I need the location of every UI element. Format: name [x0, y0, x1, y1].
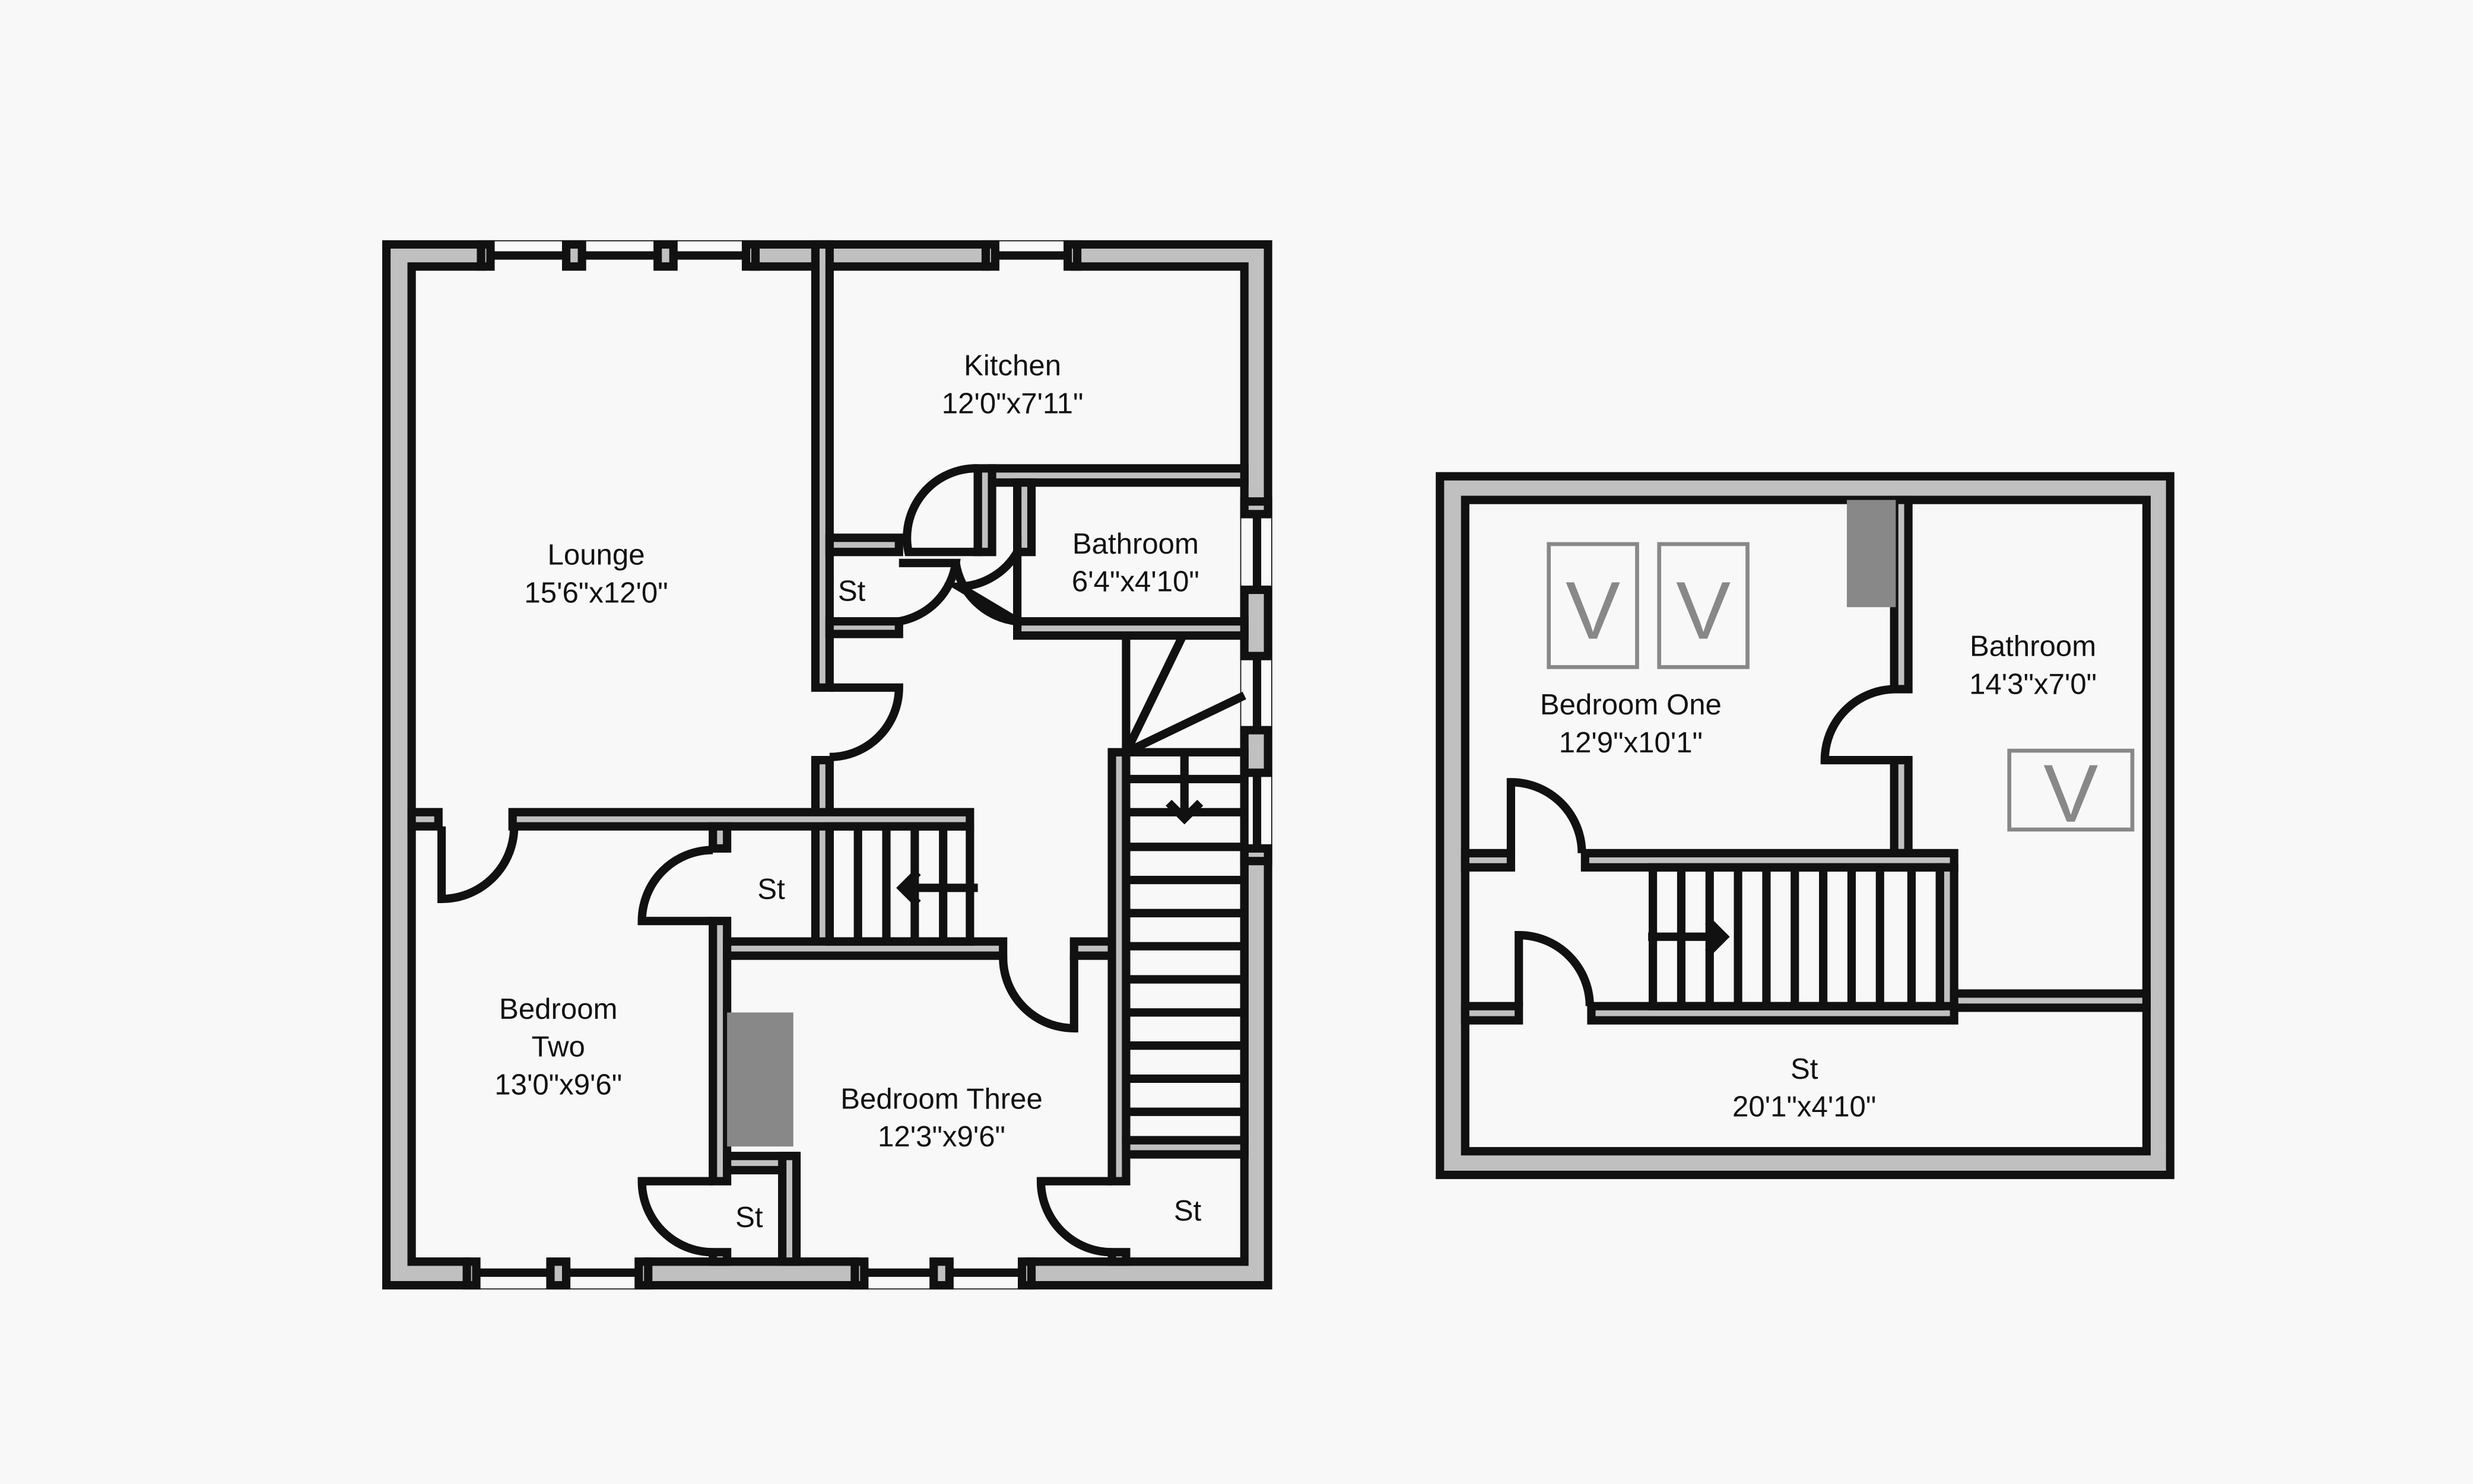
first-floor-labels: Bedroom One 12'9"x10'1" Bathroom 14'3"x7…	[1540, 630, 2097, 1123]
ground-floor-doors	[437, 464, 1112, 1257]
lounge-dims: 15'6"x12'0"	[524, 576, 668, 609]
velux-windows: V V V	[1547, 542, 2135, 840]
first-store-name: St	[1791, 1053, 1818, 1085]
bedroom-three-name: Bedroom Three	[840, 1082, 1043, 1115]
lounge-name: Lounge	[548, 538, 645, 571]
bedroom-two-name-line1: Bedroom	[499, 993, 617, 1025]
velux-letter: V	[1566, 565, 1620, 656]
first-store-dims: 20'1"x4'10"	[1732, 1091, 1876, 1123]
first-floor-exterior-wall	[1436, 472, 2174, 1180]
bedroom-one-dims: 12'9"x10'1"	[1559, 726, 1703, 759]
kitchen-name: Kitchen	[964, 349, 1061, 382]
ground-floor-labels: Lounge 15'6"x12'0" Kitchen 12'0"x7'11" B…	[494, 349, 1201, 1234]
store-label-bedroom-two: St	[735, 1201, 763, 1234]
ground-bathroom-dims: 6'4"x4'10"	[1072, 565, 1199, 598]
velux-letter: V	[2043, 748, 2098, 840]
store-label-bedroom-three: St	[1174, 1194, 1202, 1227]
first-floor-chimney	[1846, 500, 1896, 608]
ground-floor-plan: Lounge 15'6"x12'0" Kitchen 12'0"x7'11" B…	[382, 240, 1272, 1290]
chimney-breast	[727, 1012, 793, 1147]
kitchen-dims: 12'0"x7'11"	[942, 387, 1084, 420]
store-label-kitchen: St	[838, 575, 866, 608]
ground-bathroom-name: Bathroom	[1072, 527, 1199, 560]
first-bathroom-name: Bathroom	[1970, 630, 2096, 663]
store-label-hall: St	[757, 873, 785, 905]
ground-floor-interior-walls	[407, 240, 1249, 1266]
ground-floor-exterior-wall	[382, 240, 1272, 1290]
first-bathroom-dims: 14'3"x7'0"	[1969, 668, 2097, 700]
bedroom-two-name-line2: Two	[532, 1031, 585, 1063]
ground-floor-staircase	[825, 634, 1249, 1145]
velux-letter: V	[1676, 565, 1731, 656]
ground-floor-windows	[462, 240, 1272, 1290]
bedroom-two-dims: 13'0"x9'6"	[494, 1069, 622, 1101]
first-floor-plan: V V V Bedroom O	[1436, 472, 2174, 1180]
first-floor-staircase	[1648, 863, 1944, 1010]
bedroom-one-name: Bedroom One	[1540, 688, 1722, 721]
bedroom-three-dims: 12'3"x9'6"	[878, 1120, 1005, 1153]
first-floor-doors	[1506, 685, 1894, 1006]
